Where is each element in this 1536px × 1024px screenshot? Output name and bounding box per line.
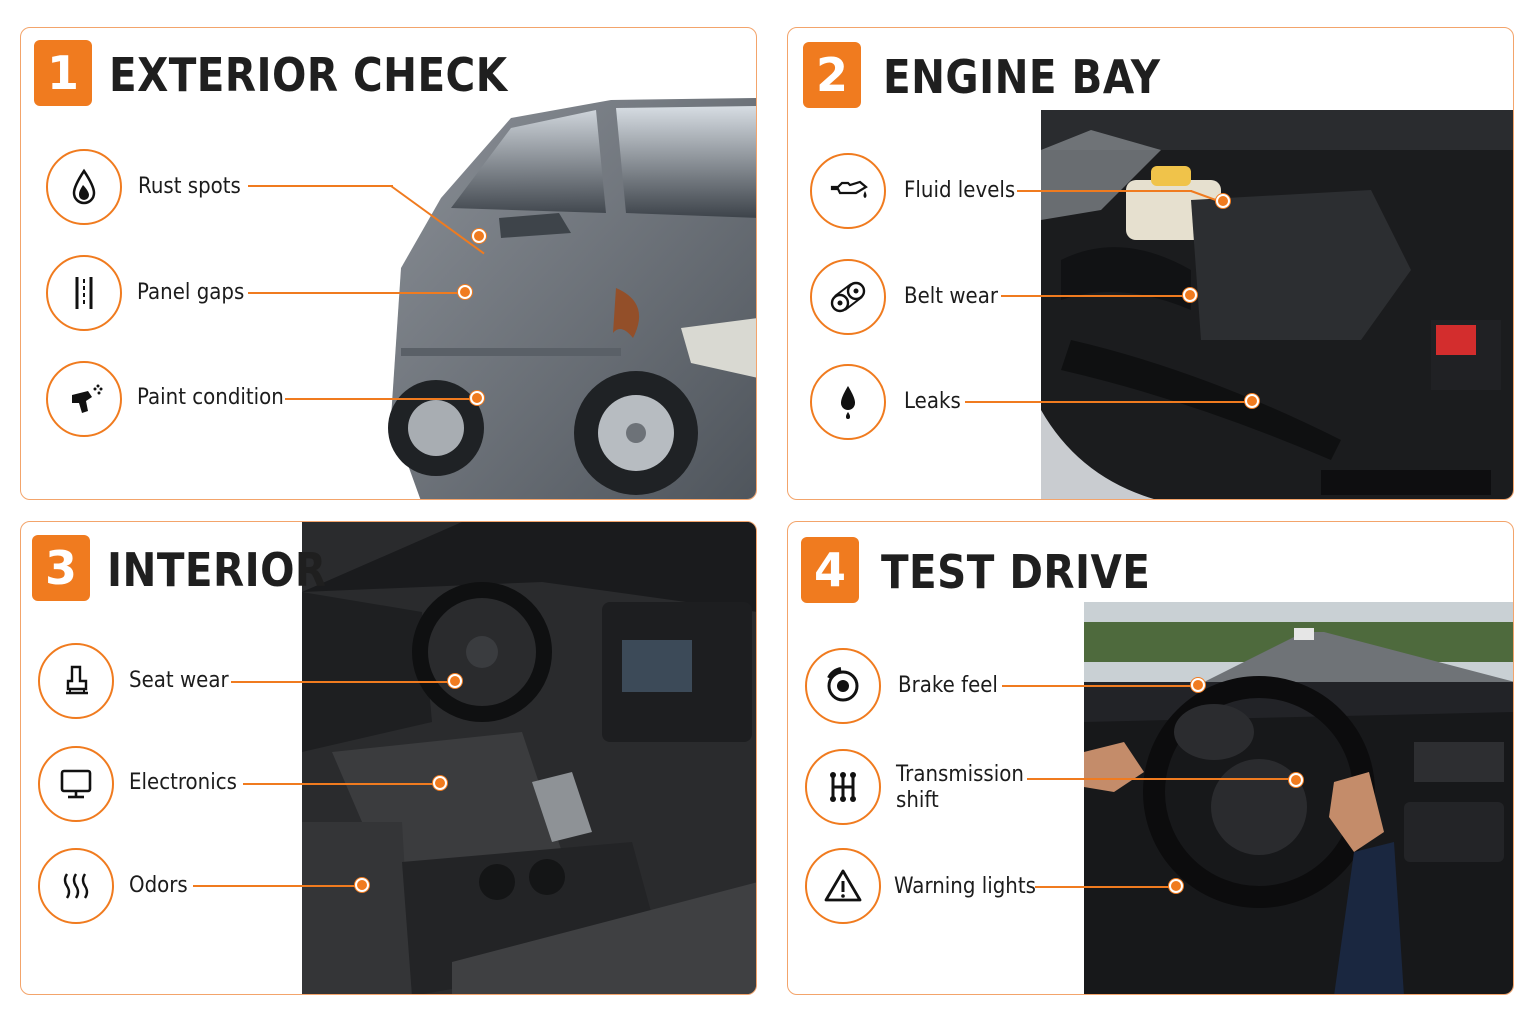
droplet-icon <box>46 149 122 225</box>
item-label-odors: Odors <box>129 873 188 898</box>
item-label-transmission-shift: Transmission shift <box>896 762 1024 813</box>
brake-disc-icon <box>805 648 881 724</box>
panel-title: TEST DRIVE <box>881 545 1151 599</box>
panel-title: ENGINE BAY <box>883 50 1161 104</box>
heat-waves-icon <box>38 848 114 924</box>
leader-line <box>243 783 441 785</box>
step-number-badge: 2 <box>803 42 861 108</box>
car-exterior-photo <box>388 98 756 499</box>
callout-dot <box>470 391 484 405</box>
item-label-rust-spots: Rust spots <box>138 174 241 199</box>
leader-line <box>1027 778 1297 780</box>
gear-shift-icon <box>805 749 881 825</box>
callout-dot <box>1183 288 1197 302</box>
callout-dot <box>433 776 447 790</box>
item-label-fluid-levels: Fluid levels <box>904 178 1016 203</box>
callout-dot <box>1289 773 1303 787</box>
callout-dot <box>1216 194 1230 208</box>
callout-dot <box>472 229 486 243</box>
step-number-badge: 1 <box>34 40 92 106</box>
item-label-panel-gaps: Panel gaps <box>137 280 245 305</box>
leader-line <box>1017 190 1192 192</box>
leader-line <box>193 885 363 887</box>
monitor-icon <box>38 746 114 822</box>
leader-line <box>248 292 464 294</box>
callout-dot <box>1191 678 1205 692</box>
leader-line <box>1002 685 1192 687</box>
engine-bay-panel: 2 ENGINE BAY Fluid levels Belt wear Leak… <box>787 27 1514 500</box>
test-drive-panel: 4 TEST DRIVE Brake feel Transmission shi… <box>787 521 1514 995</box>
leader-line <box>1035 886 1177 888</box>
drop-leak-icon <box>810 364 886 440</box>
callout-dot <box>448 674 462 688</box>
spray-gun-icon <box>46 361 122 437</box>
engine-bay-photo <box>1041 110 1513 499</box>
callout-dot <box>1245 394 1259 408</box>
car-interior-photo <box>302 522 756 994</box>
exterior-check-panel: 1 EXTERIOR CHECK Rust spots Panel gaps P… <box>20 27 757 500</box>
test-drive-photo <box>1084 602 1513 994</box>
interior-panel: 3 INTERIOR Seat wear Electronics Odors <box>20 521 757 995</box>
item-label-belt-wear: Belt wear <box>904 284 998 309</box>
panel-gap-icon <box>46 255 122 331</box>
belt-pulley-icon <box>810 259 886 335</box>
item-label-electronics: Electronics <box>129 770 237 795</box>
leader-line <box>965 401 1252 403</box>
item-label-seat-wear: Seat wear <box>129 668 229 693</box>
item-label-brake-feel: Brake feel <box>898 673 998 698</box>
panel-title: INTERIOR <box>107 543 327 597</box>
item-label-warning-lights: Warning lights <box>894 874 1036 899</box>
item-label-paint-condition: Paint condition <box>137 385 284 410</box>
callout-dot <box>1169 879 1183 893</box>
panel-title: EXTERIOR CHECK <box>109 48 508 102</box>
item-label-leaks: Leaks <box>904 389 961 414</box>
oil-can-icon <box>810 153 886 229</box>
leader-line <box>248 185 393 187</box>
step-number-badge: 3 <box>32 535 90 601</box>
leader-line <box>285 398 475 400</box>
callout-dot <box>355 878 369 892</box>
leader-line <box>1001 295 1191 297</box>
callout-dot <box>458 285 472 299</box>
seat-icon <box>38 643 114 719</box>
step-number-badge: 4 <box>801 537 859 603</box>
warning-triangle-icon <box>805 848 881 924</box>
leader-line <box>231 681 455 683</box>
